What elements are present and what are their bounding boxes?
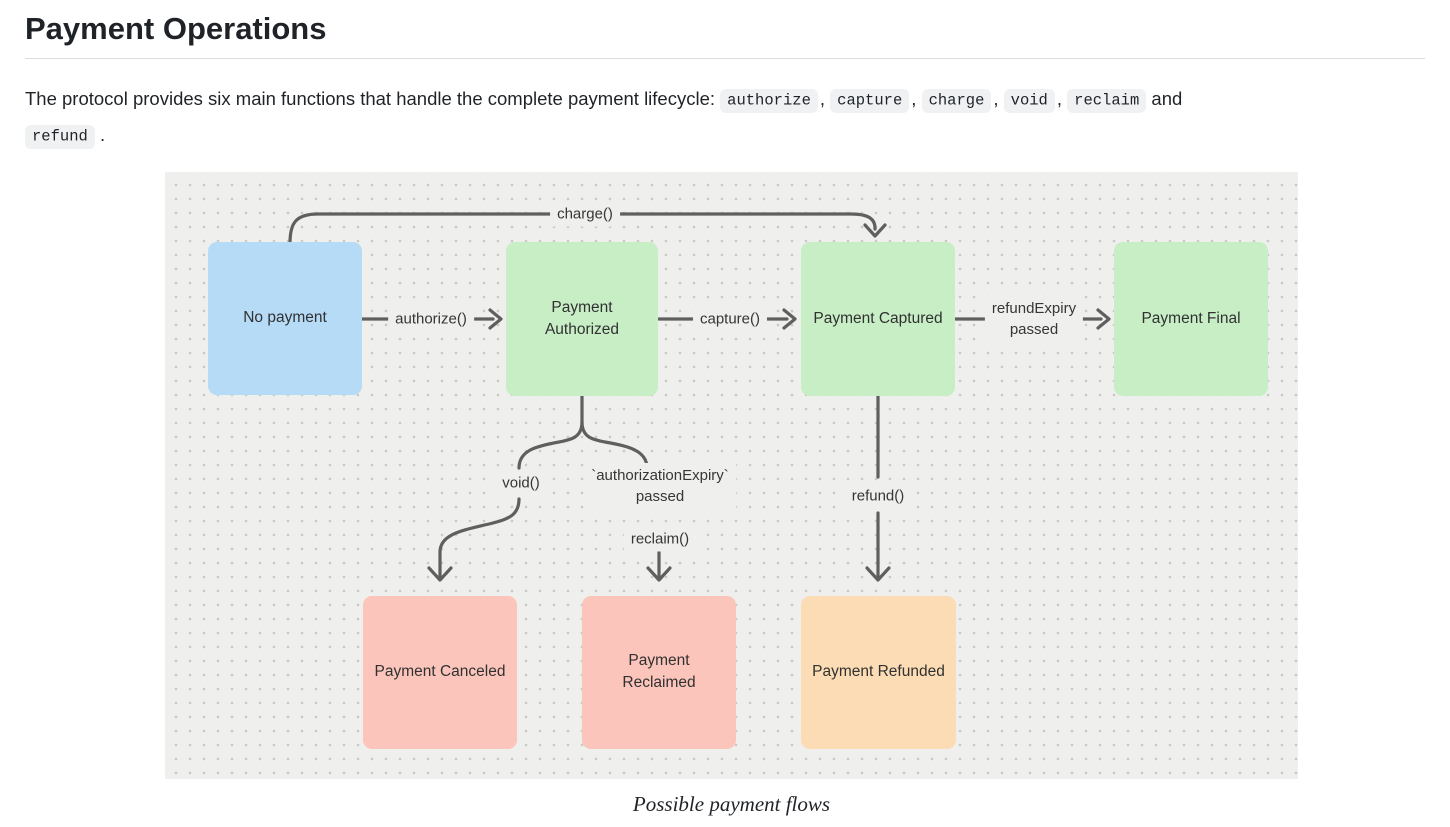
separator: ,	[819, 87, 826, 109]
separator: ,	[1056, 87, 1063, 109]
node-payment-refunded: Payment Refunded	[801, 595, 956, 749]
arrow-reclaim	[646, 550, 672, 582]
arrow-split	[517, 394, 649, 470]
figure-caption: Possible payment flows	[632, 791, 831, 816]
node-payment-final: Payment Final	[1114, 241, 1268, 396]
code-chip-authorize: authorize	[720, 89, 818, 114]
separator: ,	[911, 87, 917, 109]
intro-text: The protocol provides six main functions…	[25, 87, 716, 109]
edge-label-capture: capture()	[692, 306, 768, 332]
conjunction: and	[1151, 87, 1183, 109]
node-no-payment: No payment	[208, 241, 362, 395]
edge-label-refund: refund()	[844, 483, 912, 509]
arrow-group	[288, 212, 1111, 582]
node-payment-reclaimed: Payment Reclaimed	[582, 595, 736, 749]
node-payment-authorized: Payment Authorized	[506, 241, 658, 396]
code-chip-charge: charge	[921, 89, 992, 114]
node-payment-captured: Payment Captured	[801, 241, 955, 396]
intro-paragraph: The protocol provides six main functions…	[25, 82, 1425, 154]
edge-label-charge: charge()	[550, 201, 620, 227]
edge-label-void: void()	[495, 470, 547, 496]
arrow-void	[427, 497, 521, 582]
diagram-canvas: No payment Payment Authorized Payment Ca…	[165, 171, 1298, 779]
payment-flow-figure: No payment Payment Authorized Payment Ca…	[165, 171, 1298, 817]
node-payment-canceled: Payment Canceled	[363, 595, 517, 749]
separator: ,	[993, 87, 999, 109]
arrow-refund	[865, 394, 891, 582]
code-chip-capture: capture	[830, 89, 910, 114]
arrow-charge	[288, 212, 887, 245]
edge-label-reclaim: reclaim()	[623, 526, 697, 552]
edge-label-authorize: authorize()	[388, 306, 474, 332]
edge-label-authorization-expiry: `authorizationExpiry` passed	[584, 462, 736, 509]
code-chip-void: void	[1003, 89, 1055, 114]
page-title: Payment Operations	[25, 0, 1425, 59]
period: .	[99, 123, 106, 145]
code-chip-refund: refund	[25, 125, 95, 150]
code-chip-reclaim: reclaim	[1067, 89, 1147, 114]
edge-label-refund-expiry: refundExpiry passed	[984, 295, 1084, 342]
